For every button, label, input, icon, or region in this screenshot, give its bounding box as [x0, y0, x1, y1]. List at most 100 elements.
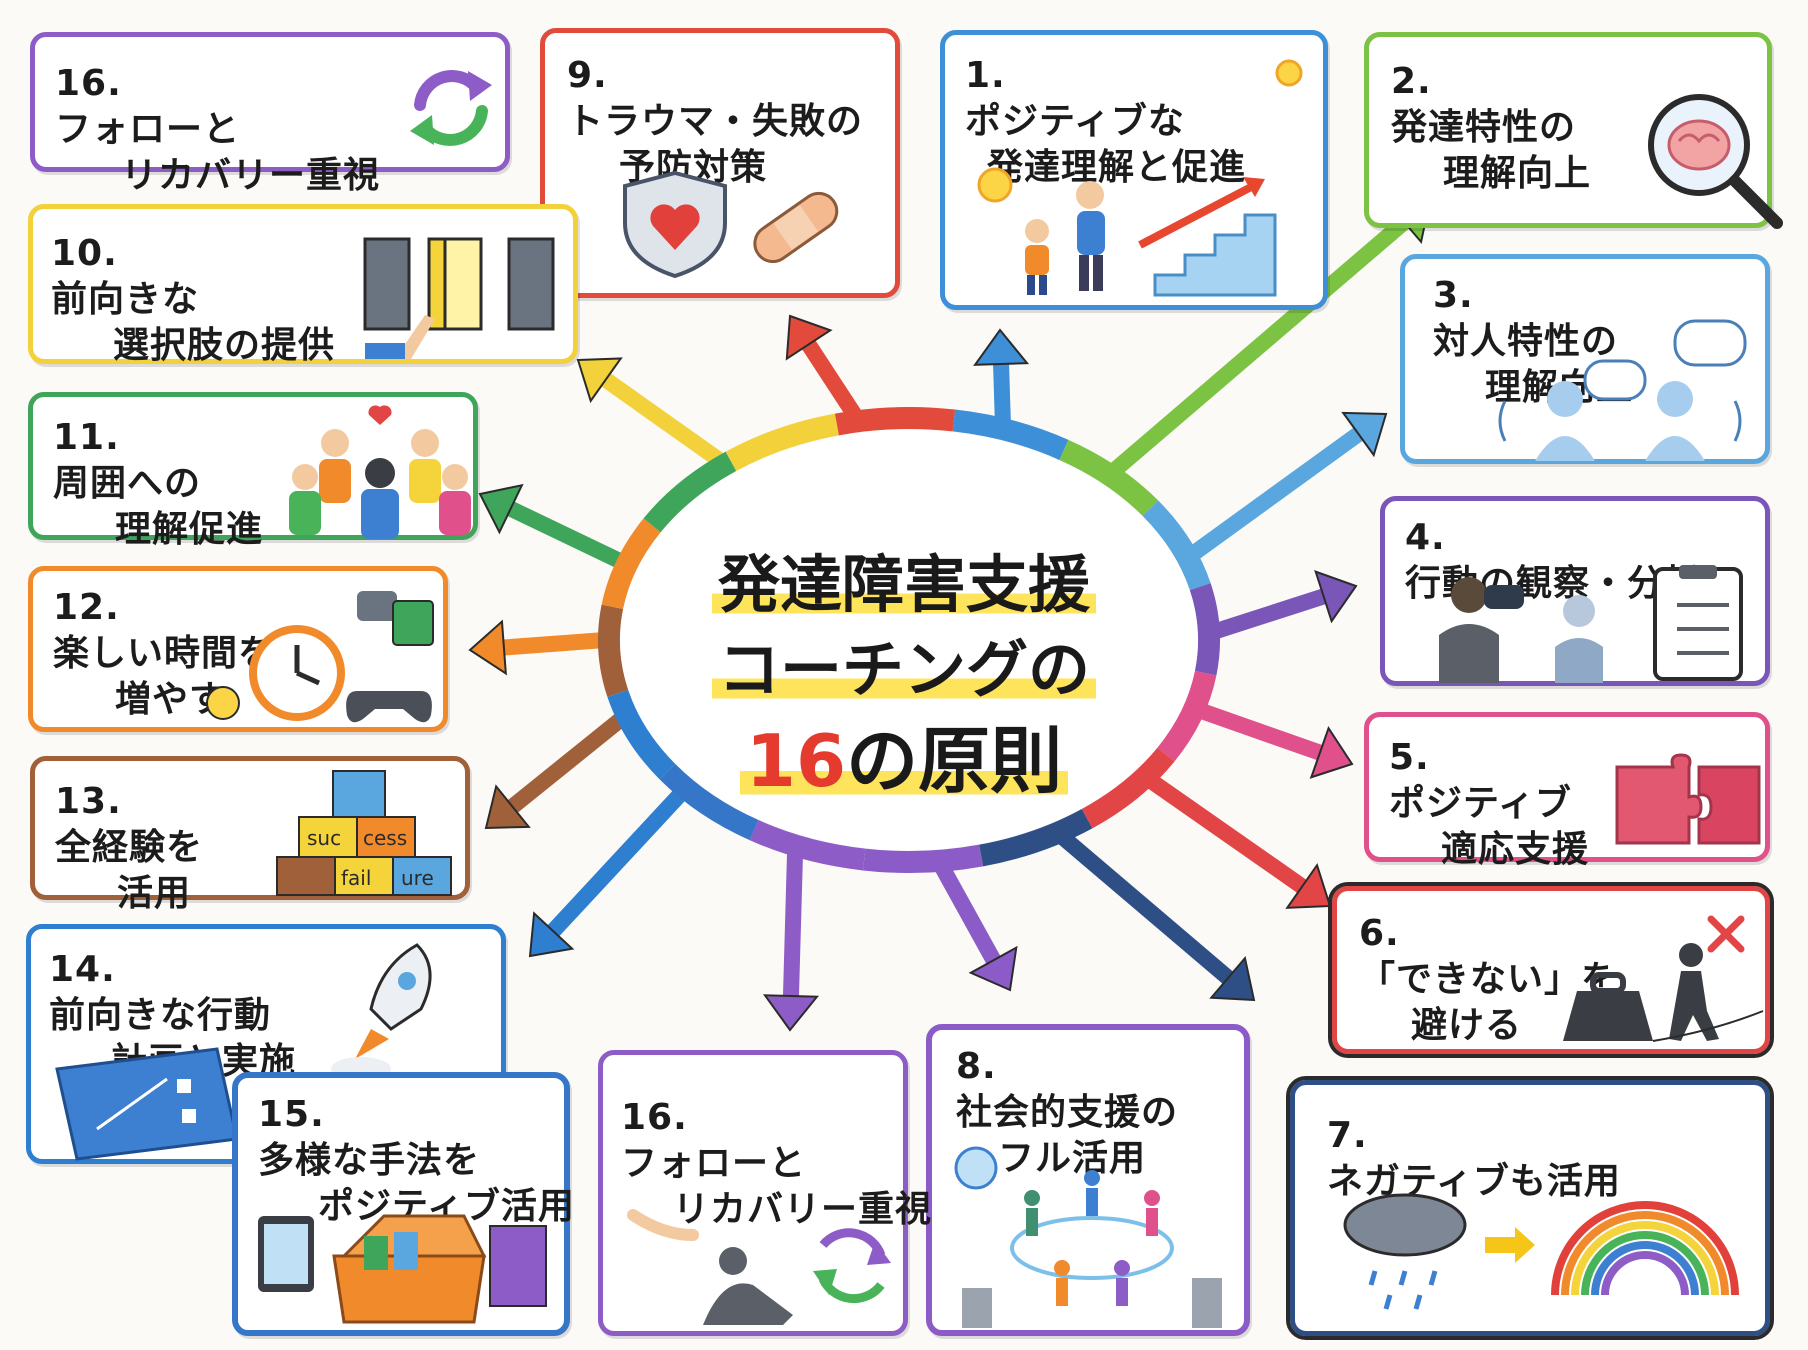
- connector-arrow-shaft: [1055, 829, 1234, 985]
- weight-walker-icon: [1563, 915, 1764, 1042]
- principle-7-label: 7. ネガティブも活用: [1327, 1115, 1621, 1202]
- principle-6-label: 6.「できない」を 避ける: [1359, 913, 1619, 1046]
- doors-icon: [363, 237, 555, 359]
- title-line-3: 16の原則: [0, 719, 1808, 803]
- principle-9-card: 9. トラウマ・失敗の 予防対策: [540, 28, 900, 298]
- shield-bandage-icon: [623, 170, 839, 279]
- connector-arrow-shaft: [507, 711, 629, 813]
- connector-arrow-head: [973, 328, 1030, 366]
- hub-ring-segment: [952, 409, 1069, 460]
- connector-arrow-shaft: [1195, 702, 1323, 761]
- principle-10-label: 10. 前向きな 選択肢の提供: [51, 233, 336, 366]
- principle-8-card: 8. 社会的支援の フル活用: [926, 1024, 1250, 1336]
- recycle-arrows-icon: [410, 70, 492, 146]
- conversation-icon: [1498, 319, 1747, 461]
- principle-8-label: 8. 社会的支援の フル活用: [956, 1046, 1179, 1179]
- connector-arrow-shaft: [782, 849, 804, 997]
- rain-rainbow-icon: [1343, 1193, 1739, 1310]
- principle-3-card: 3. 対人特性の 理解向上: [1400, 254, 1770, 464]
- principle-11-label: 11. 周囲への 理解促進: [53, 417, 264, 550]
- helping-hand-icon: [627, 1209, 891, 1325]
- connector-arrow-head: [1341, 411, 1388, 458]
- hub-ring-segment: [1059, 439, 1159, 517]
- hub-ring-segment: [601, 518, 661, 610]
- connector-arrow-shaft: [1186, 427, 1364, 562]
- hub-ring-segment: [1081, 747, 1175, 829]
- connector-arrow-head: [478, 483, 524, 535]
- principle-16-top-card: 16. フォローと リカバリー重視: [30, 32, 510, 196]
- hub-ring-segment: [725, 413, 839, 472]
- hub-ring-segment: [834, 407, 956, 436]
- rocket-icon: [331, 943, 432, 1081]
- connector-arrow-shaft: [933, 860, 1001, 965]
- connector-arrow-shaft: [1143, 772, 1307, 894]
- principle-15-label: 15. 多様な手法を ポジティブ活用: [258, 1094, 575, 1227]
- connector-arrow-head: [484, 784, 531, 830]
- connector-arrow-head: [968, 945, 1018, 992]
- principle-15-card: 15. 多様な手法を ポジティブ活用: [232, 1072, 574, 1336]
- toolbox-icon: [258, 1214, 547, 1324]
- community-circle-icon: [954, 1146, 1222, 1328]
- connector-arrow-shaft: [801, 340, 863, 422]
- principle-7-card: 7. ネガティブも活用: [1286, 1076, 1774, 1340]
- puzzle-icon: [1615, 753, 1761, 845]
- hub-ring-segment: [1189, 583, 1220, 676]
- principle-13-card: 13. 全経験を 活用 suc cess fail ure: [30, 756, 470, 914]
- principle-2-label: 2. 発達特性の 理解向上: [1391, 61, 1592, 194]
- connector-arrow-head: [1309, 725, 1354, 779]
- group-hug-icon: [289, 405, 471, 539]
- binoculars-clipboard-icon: [1439, 565, 1743, 683]
- principle-12-label: 12. 楽しい時間を 増やす: [53, 587, 276, 720]
- connector-arrow-shaft: [993, 363, 1011, 426]
- hub-ring-segment: [607, 689, 676, 780]
- hub-ring-segment: [1157, 670, 1217, 762]
- block-text-cess: cess: [363, 826, 407, 850]
- connector-arrow-head: [1209, 955, 1256, 1002]
- hub-ring-segment: [862, 844, 984, 873]
- principle-16-bottom-label: 16. フォローと リカバリー重視: [621, 1097, 933, 1230]
- hub-ring-segment: [659, 763, 759, 841]
- connector-arrow-shaft: [503, 632, 606, 656]
- principle-1-label: 1. ポジティブな 発達理解と促進: [965, 55, 1247, 188]
- connector-arrow-head: [762, 994, 820, 1032]
- title-line-1: 発達障害支援: [0, 546, 1808, 624]
- connector-arrow-head: [468, 619, 507, 676]
- title-number: 16: [745, 719, 847, 803]
- principle-2-card: 2. 発達特性の 理解向上: [1364, 32, 1783, 229]
- sun-icon: [1275, 59, 1303, 87]
- connector-arrow-shaft: [547, 785, 689, 937]
- stairs-helping-icon: [977, 167, 1277, 297]
- hub-ring-segment: [979, 808, 1093, 867]
- principle-4-card: 4. 行動の観察・分析: [1380, 496, 1770, 686]
- principle-13-label: 13. 全経験を 活用: [55, 781, 204, 914]
- title-line-2: コーチングの: [0, 631, 1808, 709]
- connector-arrow-head: [785, 314, 833, 361]
- brain-magnifier-icon: [1648, 94, 1783, 229]
- block-text-suc: suc: [307, 826, 341, 850]
- connector-arrow-head: [528, 911, 575, 958]
- principle-5-label: 5. ポジティブ 適応支援: [1389, 737, 1590, 870]
- principle-16-top-label: 16. フォローと リカバリー重視: [55, 63, 381, 196]
- clock-games-icon: [206, 591, 434, 723]
- principle-5-card: 5. ポジティブ 適応支援: [1364, 712, 1770, 870]
- hub-ring-segment: [749, 820, 866, 871]
- principle-6-card: 6.「できない」を 避ける: [1328, 882, 1774, 1058]
- principle-10-card: 10. 前向きな 選択肢の提供: [28, 204, 578, 366]
- connector-arrow-head: [576, 357, 623, 404]
- blocks-icon: suc cess fail ure: [276, 770, 452, 896]
- block-text-fail: fail: [341, 866, 371, 890]
- connector-arrow-shaft: [601, 373, 727, 469]
- rocket-plan-icon: [55, 1047, 239, 1161]
- connector-arrow-shaft: [1107, 216, 1410, 479]
- block-text-ure: ure: [401, 866, 434, 890]
- title-suffix: の原則: [846, 719, 1063, 803]
- connector-arrow-shaft: [507, 501, 627, 570]
- principle-14-label: 14. 前向きな行動 計画と実施: [49, 949, 295, 1082]
- hub-ring-segment: [598, 604, 629, 697]
- connector-arrow-head: [1285, 862, 1332, 909]
- principle-11-card: 11. 周囲への 理解促進: [28, 392, 478, 550]
- connector-arrow-shaft: [1210, 588, 1327, 640]
- hub-ring-segment: [643, 451, 737, 533]
